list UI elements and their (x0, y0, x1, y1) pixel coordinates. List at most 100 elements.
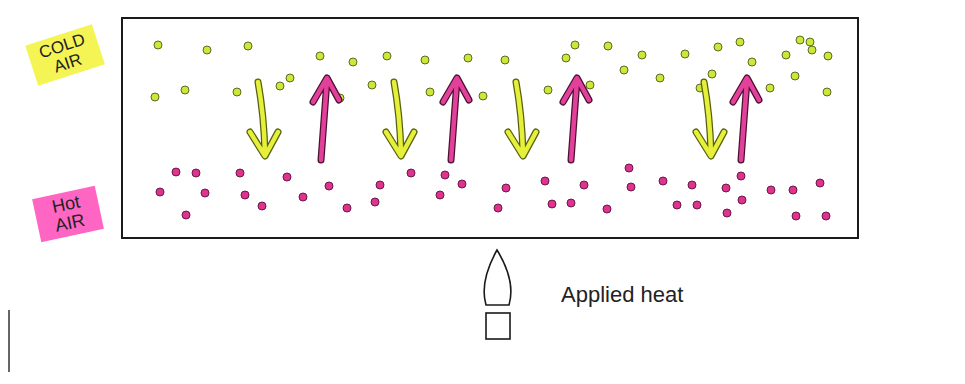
hot-particle (548, 200, 556, 208)
cold-particle (782, 51, 790, 59)
cold-particle (586, 81, 594, 89)
hot-particle (258, 202, 266, 210)
cold-sinking-arrow (696, 82, 724, 156)
cold-sinking-arrow (250, 82, 278, 156)
cold-sinking-arrow (696, 82, 724, 156)
hot-particle (723, 209, 731, 217)
hot-rising-arrow (563, 78, 589, 160)
hot-rising-arrow (733, 78, 759, 160)
cold-air-label: COLD AIR (25, 24, 104, 85)
hot-particle (767, 186, 775, 194)
hot-rising-arrow (313, 78, 339, 160)
hot-particle (283, 173, 291, 181)
cold-particle (464, 54, 472, 62)
cold-particle (479, 92, 487, 100)
cold-particle (823, 88, 831, 96)
hot-particle (816, 179, 824, 187)
hot-particle (436, 191, 444, 199)
hot-particle (182, 211, 190, 219)
hot-air-label: Hot AIR (32, 186, 104, 242)
hot-particle (494, 204, 502, 212)
cold-particle (544, 86, 552, 94)
cold-particle (203, 46, 211, 54)
cold-particle (349, 58, 357, 66)
cold-particle (368, 81, 376, 89)
cold-particle (426, 88, 434, 96)
cold-particle (824, 52, 832, 60)
stray-mark (8, 310, 10, 372)
hot-particle (737, 172, 745, 180)
hot-rising-arrow (733, 78, 759, 160)
cold-particle (808, 46, 816, 54)
cold-particle (806, 38, 814, 46)
hot-particle (541, 177, 549, 185)
cold-sinking-arrow (250, 82, 278, 156)
cold-particle (748, 58, 756, 66)
hot-particle (738, 196, 746, 204)
cold-particle (154, 41, 162, 49)
hot-particle (441, 171, 449, 179)
cold-particle (233, 88, 241, 96)
cold-sinking-arrow (386, 82, 414, 156)
hot-particle (192, 169, 200, 177)
cold-particle (638, 51, 646, 59)
hot-particle (201, 189, 209, 197)
hot-particle (673, 201, 681, 209)
hot-particle (343, 204, 351, 212)
cold-particle (714, 43, 722, 51)
cold-sinking-arrow (508, 82, 536, 156)
cold-particle (501, 56, 509, 64)
hot-particle (376, 181, 384, 189)
hot-rising-arrow (313, 78, 339, 160)
cold-particle (736, 38, 744, 46)
hot-particle (627, 183, 635, 191)
cold-particle (766, 84, 774, 92)
hot-particle (241, 191, 249, 199)
convection-arrows (250, 78, 759, 160)
hot-rising-arrow (443, 78, 469, 160)
hot-particle (458, 180, 466, 188)
cold-particle (421, 56, 429, 64)
cold-particle (791, 72, 799, 80)
cold-particle (181, 86, 189, 94)
hot-particle (603, 205, 611, 213)
hot-particle (822, 212, 830, 220)
air-chamber (122, 18, 858, 238)
heat-label: Applied heat (556, 280, 688, 309)
cold-particle (656, 74, 664, 82)
cold-particle (681, 50, 689, 58)
cold-particle (708, 70, 716, 78)
hot-particle (407, 169, 415, 177)
hot-rising-arrow (563, 78, 589, 160)
hot-particle (580, 181, 588, 189)
hot-particle (792, 212, 800, 220)
cold-particle (796, 36, 804, 44)
hot-particle (688, 181, 696, 189)
hot-rising-arrow (313, 78, 759, 160)
cold-sinking-arrow (386, 82, 414, 156)
hot-particle (625, 164, 633, 172)
cold-particle (562, 54, 570, 62)
cold-particle (604, 42, 612, 50)
hot-particle (299, 193, 307, 201)
hot-rising-arrow (443, 78, 469, 160)
cold-particle (620, 66, 628, 74)
hot-particle (236, 169, 244, 177)
cold-particle (276, 82, 284, 90)
hot-particle (659, 177, 667, 185)
hot-particle (502, 184, 510, 192)
cold-particle (316, 52, 324, 60)
cold-particle (383, 52, 391, 60)
hot-particle (693, 201, 701, 209)
hot-particle (789, 186, 797, 194)
hot-particle (156, 188, 164, 196)
cold-sinking-arrow (508, 82, 536, 156)
hot-particle (172, 168, 180, 176)
cold-particle (571, 41, 579, 49)
hot-particle (567, 199, 575, 207)
cold-particle (286, 74, 294, 82)
cold-particle (244, 42, 252, 50)
cold-particle (151, 93, 159, 101)
